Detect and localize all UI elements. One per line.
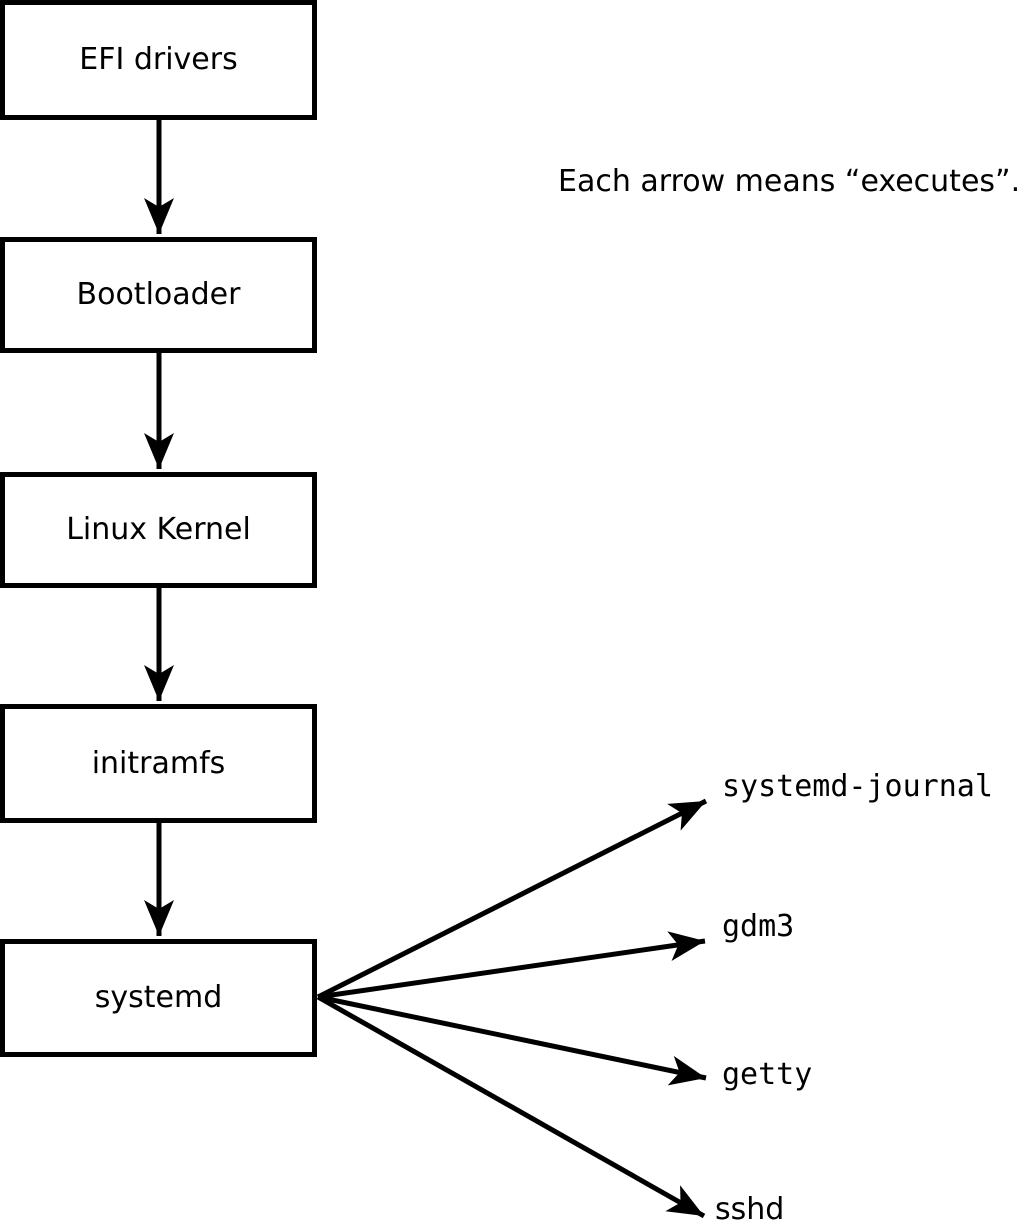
node-linux-kernel: Linux Kernel: [0, 472, 317, 588]
spawn-label-sshd: sshd: [715, 1192, 785, 1227]
node-efi-drivers: EFI drivers: [0, 0, 317, 120]
arrow-systemd-to-sshd: [316, 994, 706, 1219]
node-efi-drivers-label: EFI drivers: [79, 42, 238, 77]
node-systemd-label: systemd: [94, 980, 223, 1015]
node-bootloader: Bootloader: [0, 237, 317, 353]
arrow-systemd-to-getty: [317, 994, 707, 1086]
node-linux-kernel-label: Linux Kernel: [66, 512, 251, 547]
arrow-systemd-to-gdm3: [317, 931, 706, 1000]
node-systemd: systemd: [0, 939, 317, 1057]
arrow-systemd-to-systemd-journal: [316, 798, 708, 1000]
node-bootloader-label: Bootloader: [76, 277, 241, 312]
spawn-label-getty: getty: [722, 1057, 813, 1092]
node-initramfs-label: initramfs: [91, 745, 226, 781]
node-initramfs: initramfs: [0, 704, 317, 823]
diagram-caption: Each arrow means “executes”.: [558, 164, 1021, 199]
spawn-label-systemd-journal: systemd-journal: [722, 769, 993, 804]
spawn-label-gdm3: gdm3: [722, 909, 795, 944]
